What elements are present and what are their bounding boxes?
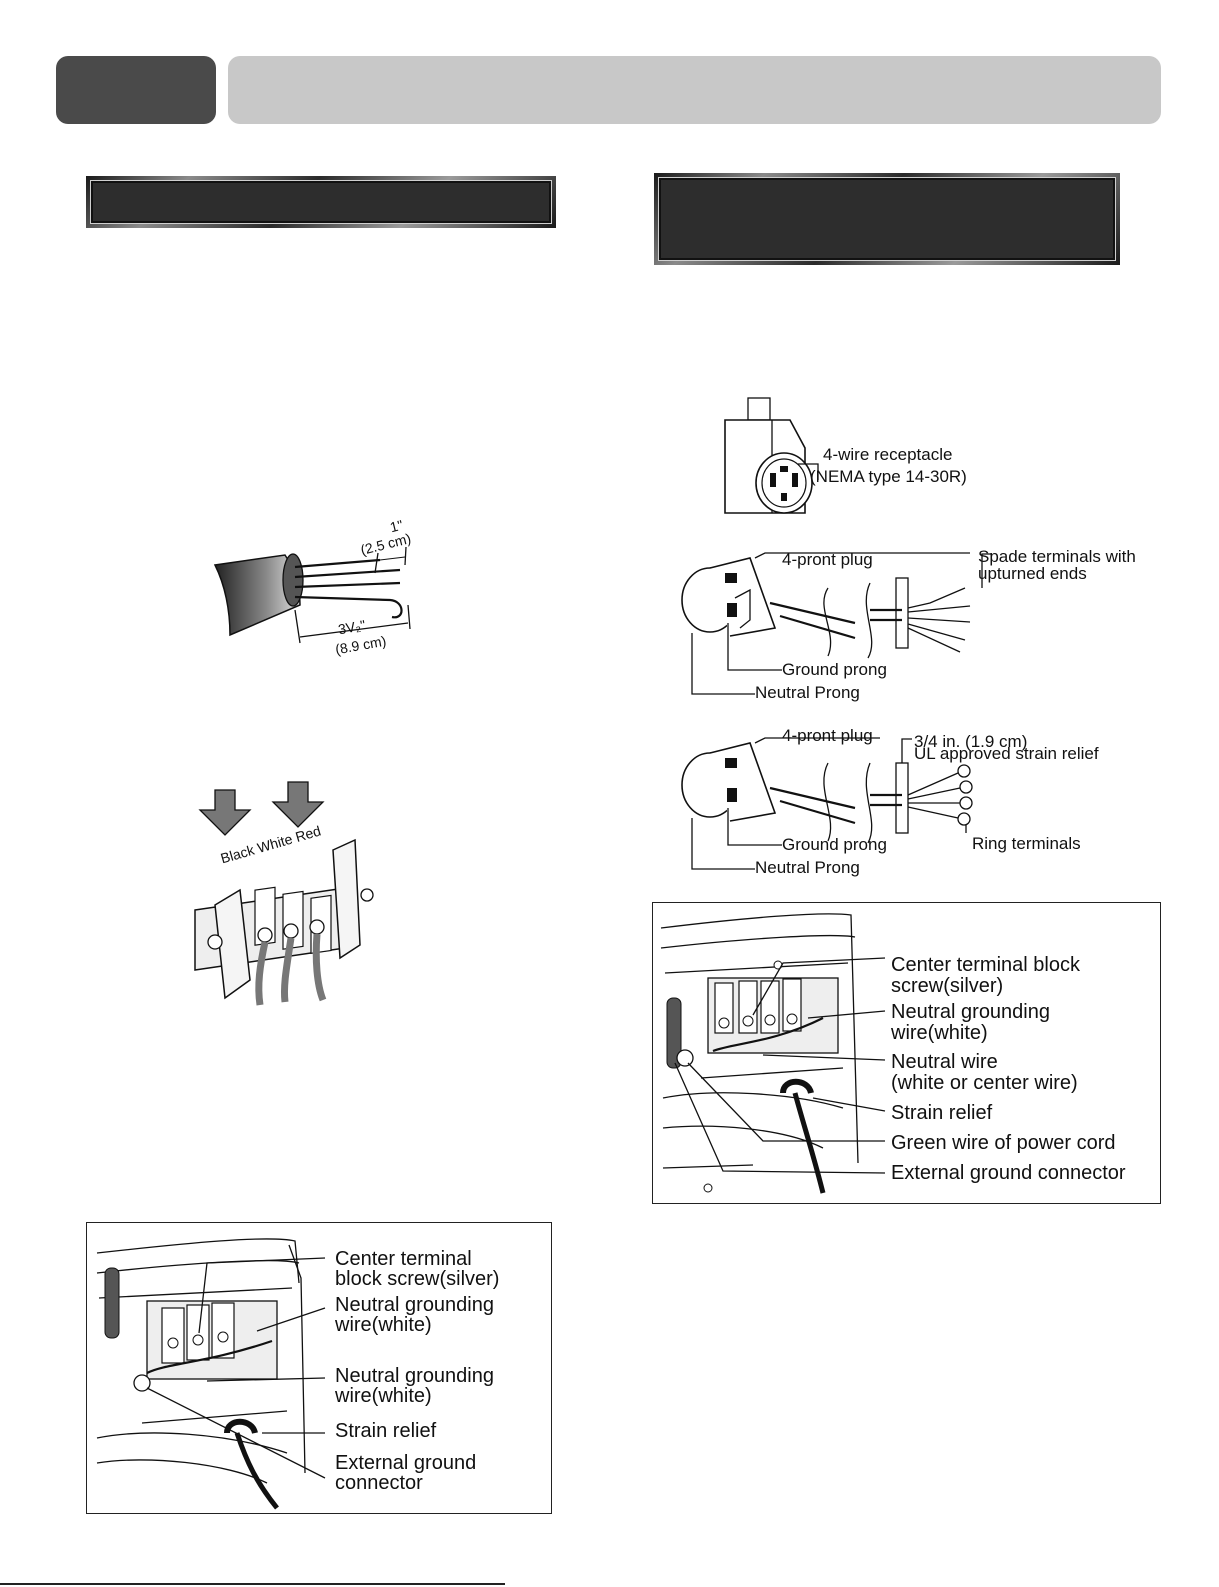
center-terminal-label-2: block screw(silver) [335, 1268, 500, 1290]
receptacle-illustration [724, 397, 819, 514]
center-terminal-block-label-1: Center terminal block [891, 954, 1080, 976]
external-ground-connector-label: External ground connector [891, 1162, 1126, 1184]
neutral-grounding-label-2: Neutral grounding [335, 1365, 494, 1387]
receptacle-figure: 4-wire receptacle (NEMA type 14-30R) [720, 397, 1000, 523]
receptacle-label: 4-wire receptacle [823, 445, 953, 464]
neutral-grounding-wire-label-2: wire(white) [891, 1022, 988, 1044]
neutral-prong-label-1: Neutral Prong [755, 683, 860, 702]
footer-rule [0, 1583, 505, 1585]
neutral-grounding-label-1b: wire(white) [335, 1314, 432, 1336]
three-wire-panel-figure: Center terminal block screw(silver) Neut… [86, 1222, 552, 1514]
three-wire-panel-illustration [96, 1238, 326, 1510]
green-wire-label: Green wire of power cord [891, 1132, 1116, 1154]
neutral-wire-label-1: Neutral wire [891, 1051, 998, 1073]
wire-strip-illustration [213, 546, 411, 644]
plug-label-2: 4-pront plug [782, 726, 873, 745]
plug-spade-figure: 4-pront plug Spade terminals with upturn… [680, 548, 1160, 708]
strain-relief-label-2: Strain relief [891, 1102, 993, 1124]
strain-relief-size-label-2: UL approved strain relief [914, 744, 1099, 763]
neutral-grounding-label-1: Neutral grounding [335, 1294, 494, 1316]
terminal-block-illustration [194, 781, 374, 1006]
four-wire-panel-figure: Center terminal block screw(silver) Neut… [652, 902, 1161, 1204]
strain-relief-size-label-1: 3/4 in. (1.9 cm) [914, 732, 1028, 751]
header-bar [228, 56, 1161, 124]
right-section-banner [654, 173, 1120, 265]
center-terminal-block-label-2: screw(silver) [891, 975, 1004, 997]
strain-relief-label: Strain relief [335, 1420, 437, 1442]
four-wire-panel-illustration [660, 913, 886, 1194]
plug-label-1: 4-pront plug [782, 550, 873, 569]
plug-spade-illustration [681, 552, 992, 695]
neutral-wire-label-2: (white or center wire) [891, 1072, 1078, 1094]
wire-strip-figure: 1" (2.5 cm) 3V₂" (8.9 cm) [200, 517, 440, 665]
left-section-banner [86, 176, 556, 228]
center-terminal-label-1: Center terminal [335, 1248, 472, 1270]
ground-prong-label-1: Ground prong [782, 660, 887, 679]
plug-ring-figure: 4-pront plug 3/4 in. (1.9 cm) UL approve… [680, 727, 1160, 888]
section-tab [56, 56, 216, 124]
ground-prong-label-2: Ground prong [782, 835, 887, 854]
terminal-block-figure: Black White Red [185, 780, 395, 1020]
neutral-grounding-wire-label-1: Neutral grounding [891, 1001, 1050, 1023]
spade-terminals-label-1: Spade terminals with [978, 547, 1136, 566]
receptacle-type-label: (NEMA type 14-30R) [810, 467, 967, 486]
neutral-grounding-label-2b: wire(white) [335, 1385, 432, 1407]
neutral-prong-label-2: Neutral Prong [755, 858, 860, 877]
ring-terminals-label: Ring terminals [972, 834, 1081, 853]
external-ground-label-2: connector [335, 1472, 423, 1494]
spade-terminals-label-2: upturned ends [978, 564, 1087, 583]
external-ground-label-1: External ground [335, 1452, 477, 1474]
plug-ring-illustration [681, 737, 973, 870]
